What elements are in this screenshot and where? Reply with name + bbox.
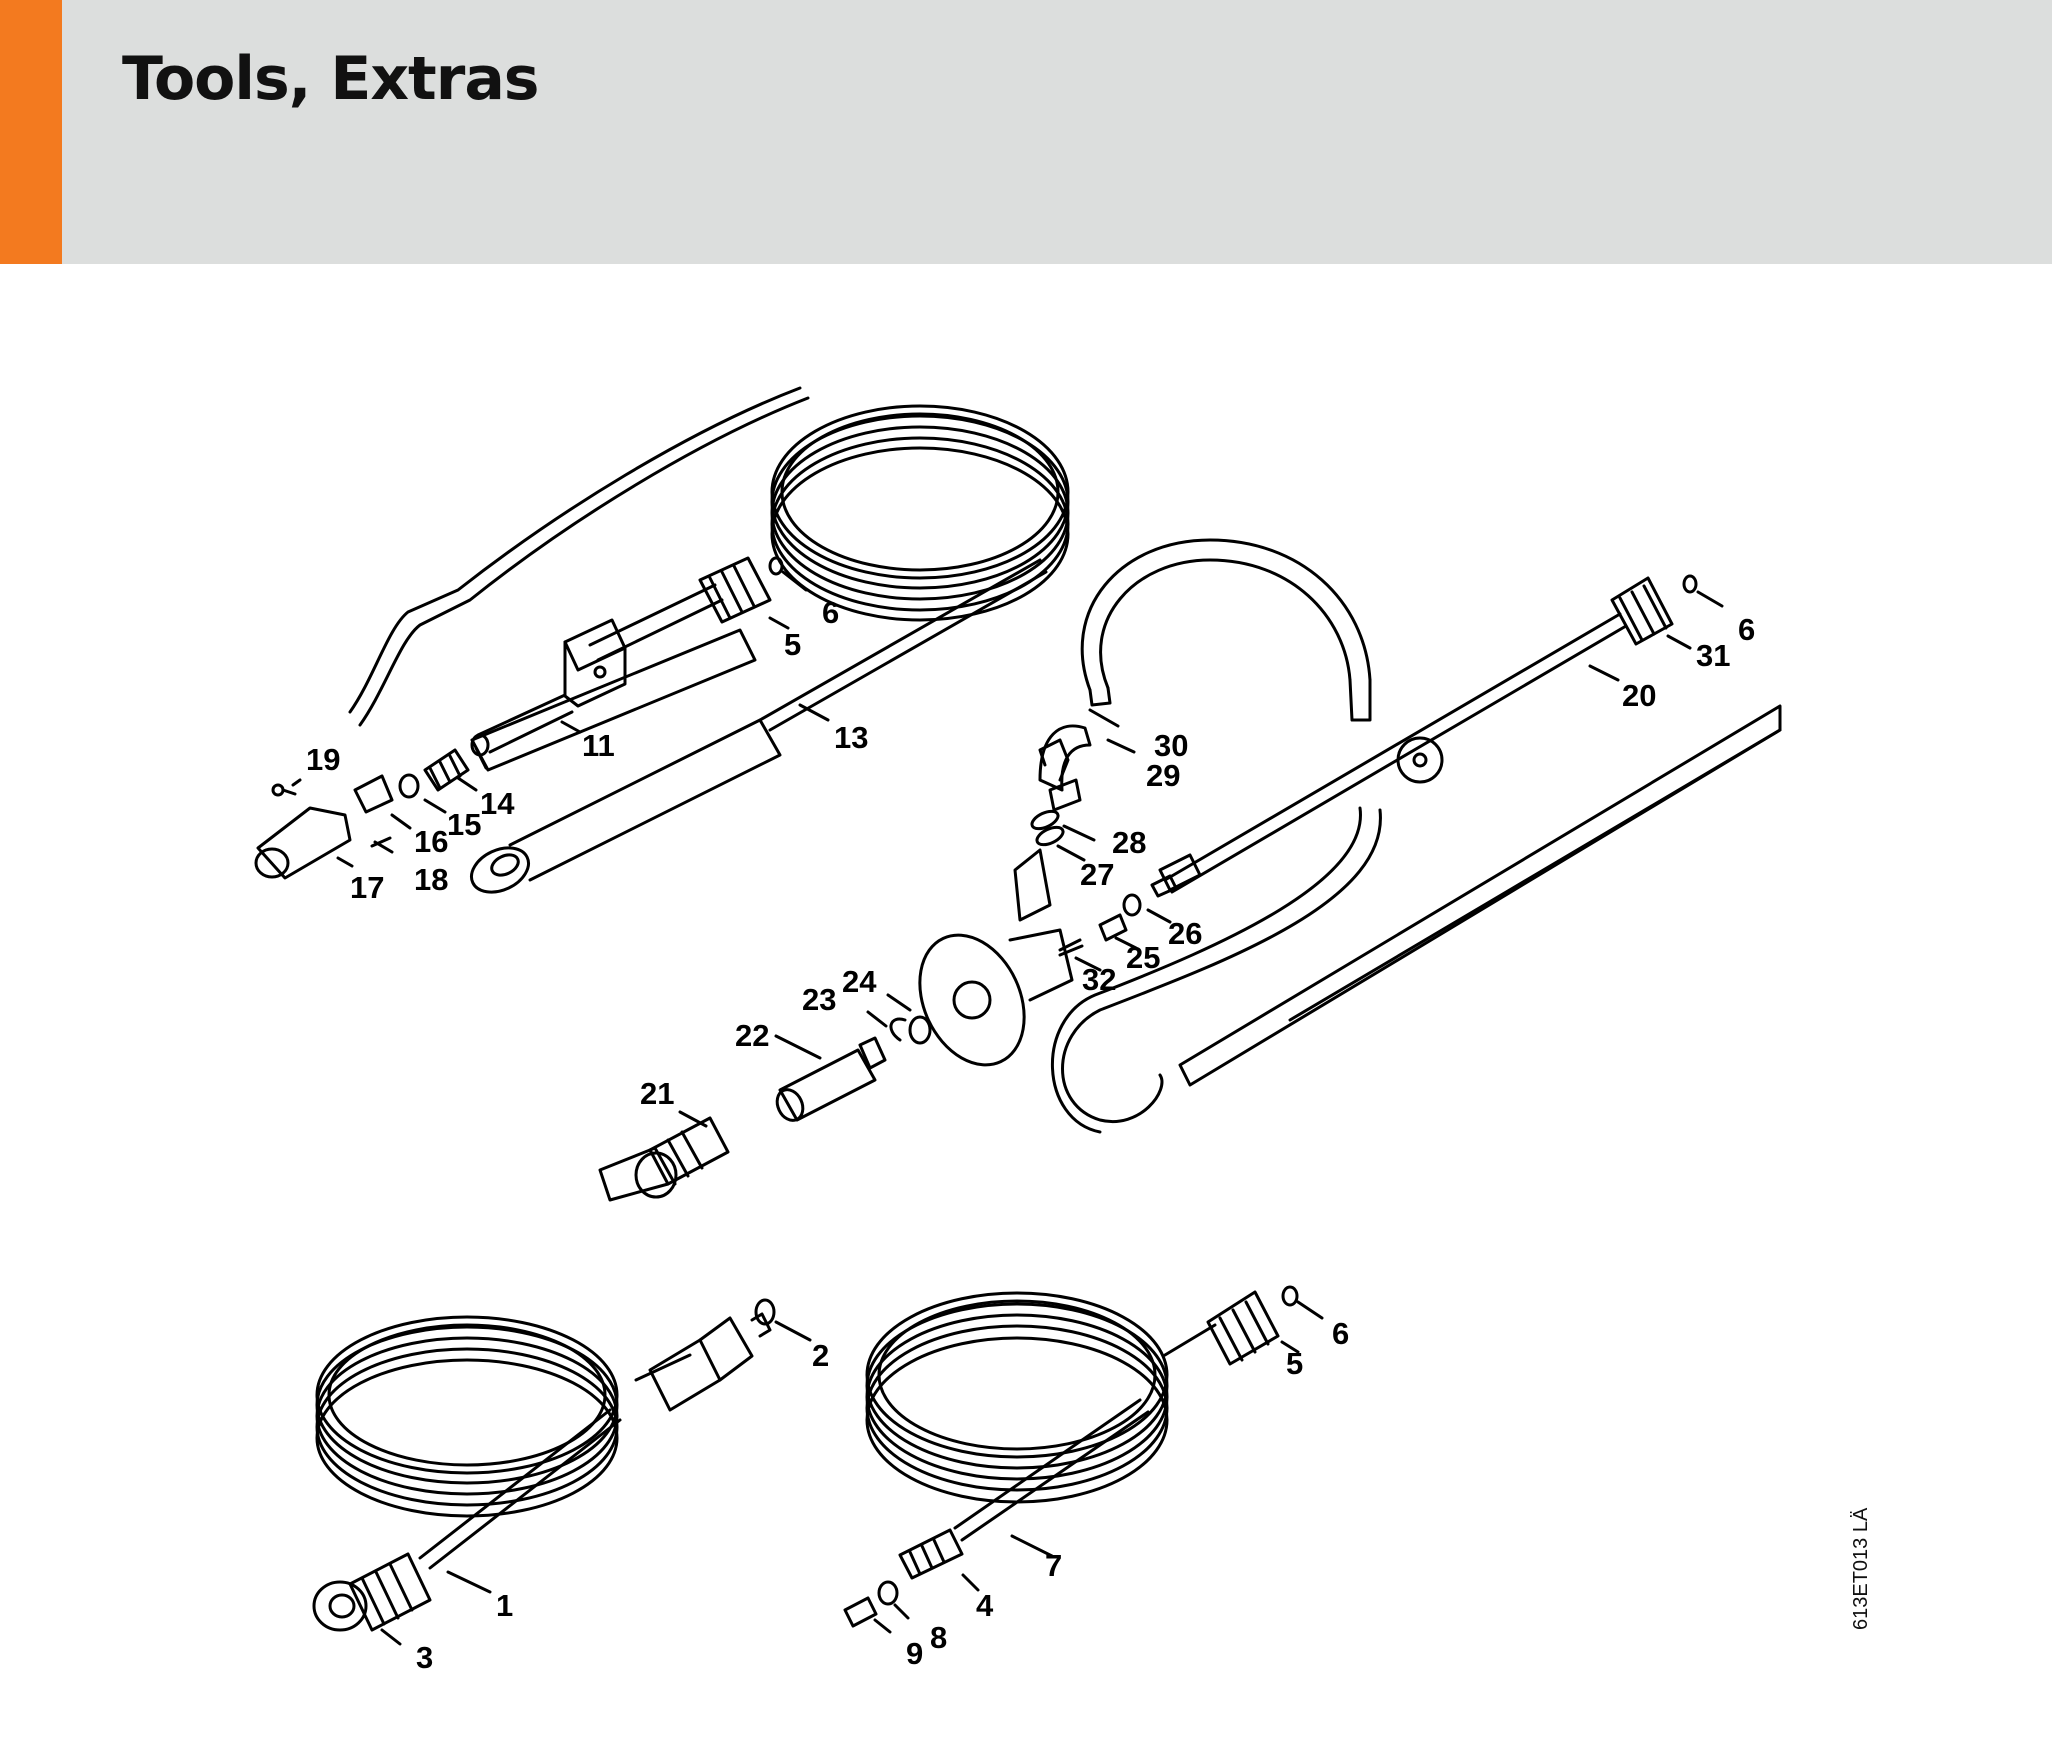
- nozzle-parts-center: [598, 1015, 932, 1202]
- coupling-lower-right: [843, 1285, 1299, 1628]
- callout-20: 20: [1622, 678, 1656, 713]
- callout-21: 21: [640, 1076, 674, 1111]
- callout-15: 15: [447, 807, 481, 842]
- callout-19: 19: [306, 742, 340, 777]
- curved-suction-pipe: [1080, 538, 1372, 722]
- callout-6-upper: 6: [822, 595, 839, 630]
- callout-5-lower: 5: [1286, 1346, 1303, 1381]
- long-hook-lance: [1051, 704, 1782, 1134]
- callout-1: 1: [496, 1588, 513, 1623]
- callout-32: 32: [1082, 962, 1116, 997]
- hose-coil-lower-right: [865, 1291, 1217, 1542]
- spray-lance: [470, 628, 782, 894]
- callout-6-lower: 6: [1332, 1316, 1349, 1351]
- trigger-gun-body: [470, 583, 724, 757]
- header-band: [0, 0, 2052, 264]
- callout-7: 7: [1045, 1548, 1062, 1583]
- callout-6-right: 6: [1738, 612, 1755, 647]
- callout-13: 13: [834, 720, 868, 755]
- drawing-reference-code: 613ET013 LÄ: [1850, 1507, 1872, 1630]
- callout-4: 4: [976, 1588, 994, 1623]
- callout-23: 23: [802, 982, 836, 1017]
- hose-coil-upper: [348, 386, 1070, 732]
- spray-wand-right: [1150, 574, 1698, 898]
- leader-lines: [291, 570, 1724, 1646]
- callout-24: 24: [842, 964, 877, 999]
- callout-8: 8: [930, 1620, 947, 1655]
- callout-27: 27: [1080, 857, 1114, 892]
- nut-5-upper: [698, 556, 784, 624]
- page-title: Tools, Extras: [122, 44, 540, 114]
- coupling-lower-left: [312, 1298, 776, 1632]
- callout-2: 2: [812, 1338, 829, 1373]
- callout-9: 9: [906, 1636, 923, 1671]
- callout-16: 16: [414, 824, 448, 859]
- hose-coil-lower-left: [315, 1315, 692, 1570]
- callout-30: 30: [1154, 728, 1188, 763]
- callout-14: 14: [480, 786, 515, 821]
- callout-29: 29: [1146, 758, 1180, 793]
- callout-11: 11: [582, 728, 615, 763]
- callout-5-upper: 5: [784, 627, 801, 662]
- nozzle-parts-left: [254, 748, 470, 880]
- callout-22: 22: [735, 1018, 769, 1053]
- callout-labels: 19 17 18 16 15 14 11 5 6 13 30 29 28 27 …: [306, 595, 1755, 1675]
- callout-3: 3: [416, 1640, 433, 1675]
- orange-accent-bar: [0, 0, 62, 264]
- small-couplings-center: [1058, 893, 1142, 957]
- callout-18: 18: [414, 862, 448, 897]
- callout-25: 25: [1126, 940, 1160, 975]
- callout-31: 31: [1696, 638, 1730, 673]
- callout-28: 28: [1112, 825, 1146, 860]
- callout-17: 17: [350, 870, 384, 905]
- callout-26: 26: [1168, 916, 1202, 951]
